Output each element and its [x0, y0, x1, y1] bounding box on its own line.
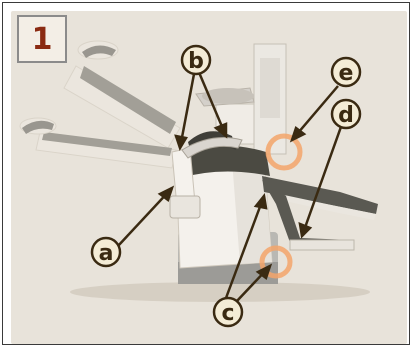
reclined-positions	[20, 41, 180, 168]
callout-e: e	[332, 58, 360, 86]
callout-label-d: d	[338, 103, 354, 128]
callout-d: d	[332, 100, 360, 128]
floor-shadow	[70, 282, 370, 302]
callout-label-c: c	[221, 301, 234, 326]
callout-a: a	[92, 238, 120, 266]
callout-c: c	[214, 298, 242, 326]
callout-label-b: b	[188, 49, 204, 74]
callout-label-e: e	[339, 61, 354, 86]
callout-label-a: a	[99, 241, 114, 266]
callout-b: b	[182, 46, 210, 74]
